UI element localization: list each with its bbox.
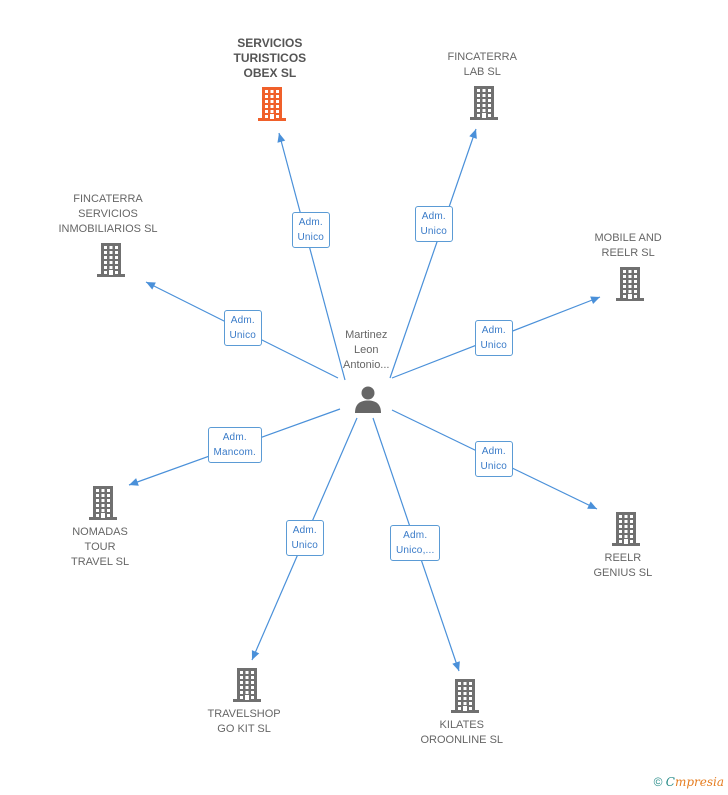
role-box-servicios[interactable]: Adm. Unico xyxy=(291,212,331,248)
role-box-reelr[interactable]: Adm. Unico xyxy=(474,441,514,477)
company-label-line: FINCATERRA xyxy=(447,51,517,63)
arrowhead-servicios xyxy=(277,133,286,143)
edge-servicios xyxy=(278,132,346,381)
company-label-mobile[interactable]: MOBILE AND REELR SL xyxy=(595,231,662,261)
building-icon-kilates[interactable] xyxy=(451,679,479,713)
company-label-line: KILATES xyxy=(439,719,484,731)
role-label-line: Unico xyxy=(291,540,319,551)
building-icon-travelshop[interactable] xyxy=(233,668,261,702)
copyright-footer: © Cmpresia xyxy=(654,775,724,789)
company-label-line: GO KIT SL xyxy=(217,723,271,735)
arrowhead-travelshop xyxy=(251,650,260,660)
role-label-line: Adm. xyxy=(292,525,317,536)
company-label-nomadas[interactable]: NOMADAS TOUR TRAVEL SL xyxy=(71,525,129,570)
brand-logo: Cmpresia xyxy=(665,775,724,789)
company-label-line: LAB SL xyxy=(463,66,501,78)
company-label-line: TURISTICOS xyxy=(233,51,307,65)
building-icon-fincaterra-lab[interactable] xyxy=(470,86,498,120)
arrowhead-mobile xyxy=(590,296,600,304)
company-label-line: FINCATERRA xyxy=(73,193,143,205)
copyright-symbol: © xyxy=(653,775,663,789)
company-label-line: TOUR xyxy=(84,541,116,553)
arrowhead-fincaterra-lab xyxy=(469,129,477,139)
company-label-line: GENIUS SL xyxy=(593,567,653,579)
building-icon-mobile[interactable] xyxy=(616,267,644,301)
company-label-line: OBEX SL xyxy=(243,66,297,80)
role-box-nomadas[interactable]: Adm. Mancom. xyxy=(207,427,263,463)
role-box-fincaterra-serv[interactable]: Adm. Unico xyxy=(223,310,263,346)
company-label-line: REELR xyxy=(604,552,642,564)
role-box-fincaterra-lab[interactable]: Adm. Unico xyxy=(414,206,454,242)
role-label-line: Adm. xyxy=(403,530,428,541)
person-name-line: Martinez xyxy=(345,329,388,341)
arrowhead-fincaterra-serv xyxy=(146,282,156,290)
building-icon-nomadas[interactable] xyxy=(89,486,117,520)
role-label-line: Adm. xyxy=(421,211,446,222)
company-label-line: NOMADAS xyxy=(72,526,128,538)
role-box-mobile[interactable]: Adm. Unico xyxy=(474,320,514,356)
company-label-reelr[interactable]: REELR GENIUS SL xyxy=(594,551,653,581)
building-icon-servicios[interactable] xyxy=(258,87,286,121)
company-label-line: MOBILE AND xyxy=(594,232,662,244)
arrowhead-kilates xyxy=(452,661,460,671)
company-label-line: SERVICIOS xyxy=(78,208,138,220)
role-box-kilates[interactable]: Adm. Unico,... xyxy=(390,525,441,561)
role-label-line: Mancom. xyxy=(213,447,257,458)
role-label-line: Unico xyxy=(480,340,508,351)
person-name-line: Antonio... xyxy=(343,359,390,371)
role-label-line: Adm. xyxy=(481,446,506,457)
company-label-fincaterra-serv[interactable]: FINCATERRA SERVICIOS INMOBILIARIOS SL xyxy=(59,192,158,237)
company-label-line: OROONLINE SL xyxy=(420,734,504,746)
role-box-travelshop[interactable]: Adm. Unico xyxy=(285,520,325,556)
role-label-line: Unico xyxy=(297,232,325,243)
role-label-line: Unico xyxy=(480,461,508,472)
arrowhead-reelr xyxy=(587,501,597,509)
role-label-line: Unico xyxy=(420,226,448,237)
role-label-line: Adm. xyxy=(298,217,323,228)
company-label-kilates[interactable]: KILATES OROONLINE SL xyxy=(421,718,504,748)
role-label-line: Unico xyxy=(229,330,257,341)
arrowhead-nomadas xyxy=(129,478,139,486)
company-label-line: SERVICIOS xyxy=(237,36,303,50)
company-label-line: INMOBILIARIOS SL xyxy=(58,223,158,235)
company-label-line: TRAVEL SL xyxy=(71,556,130,568)
role-label-line: Unico,... xyxy=(396,545,435,556)
company-label-fincaterra-lab[interactable]: FINCATERRA LAB SL xyxy=(448,50,517,80)
company-label-line: TRAVELSHOP xyxy=(207,708,281,720)
edge-fincaterra-lab xyxy=(389,128,477,379)
person-icon[interactable] xyxy=(355,386,381,414)
role-label-line: Adm. xyxy=(230,315,255,326)
role-label-line: Adm. xyxy=(222,432,247,443)
building-icon-reelr[interactable] xyxy=(612,512,640,546)
company-label-travelshop[interactable]: TRAVELSHOP GO KIT SL xyxy=(208,707,281,737)
role-label-line: Adm. xyxy=(481,325,506,336)
person-name-line: Leon xyxy=(354,344,379,356)
company-label-line: REELR SL xyxy=(601,247,655,259)
building-icon-fincaterra-serv[interactable] xyxy=(97,243,125,277)
